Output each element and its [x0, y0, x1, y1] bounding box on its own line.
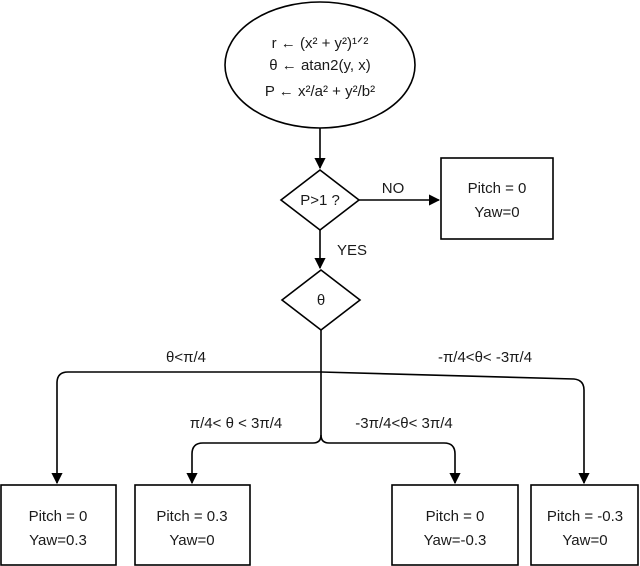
- edge-branch-3: [320, 434, 461, 485]
- yes-label: YES: [337, 242, 367, 259]
- result-box-1-pitch: Pitch = 0: [29, 508, 88, 525]
- edge-branch-4: [320, 371, 590, 485]
- result-box-1-rect: [0, 484, 117, 566]
- condition-branch-2: π/4< θ < 3π/4: [190, 415, 282, 432]
- condition-branch-1: θ<π/4: [166, 349, 206, 366]
- result-box-2: Pitch = 0.3 Yaw=0: [134, 484, 251, 566]
- result-box-3: Pitch = 0 Yaw=-0.3: [391, 484, 519, 566]
- result-no-pitch: Pitch = 0: [468, 180, 527, 197]
- result-no-box: Pitch = 0 Yaw=0: [440, 157, 554, 240]
- condition-branch-4: -π/4<θ< -3π/4: [438, 349, 532, 366]
- start-line-1: r ← (x² + y²)¹ᐟ²: [272, 35, 369, 52]
- result-box-2-yaw: Yaw=0: [169, 532, 214, 549]
- decision-p: P>1 ?: [279, 168, 361, 232]
- result-no-rect: [440, 157, 554, 240]
- decision-p-label: P>1 ?: [300, 192, 340, 209]
- result-box-2-pitch: Pitch = 0.3: [156, 508, 227, 525]
- start-node: r ← (x² + y²)¹ᐟ² θ ← atan2(y, x) P ← x²/…: [224, 1, 416, 129]
- result-box-1: Pitch = 0 Yaw=0.3: [0, 484, 117, 566]
- result-no-yaw: Yaw=0: [474, 204, 519, 221]
- edge-branch-1: [51, 371, 321, 485]
- result-box-4-pitch: Pitch = -0.3: [547, 508, 623, 525]
- no-label: NO: [382, 180, 405, 197]
- result-box-4-rect: [530, 484, 639, 566]
- edge-branch-2: [186, 372, 322, 485]
- result-box-4-yaw: Yaw=0: [562, 532, 607, 549]
- result-box-4: Pitch = -0.3 Yaw=0: [530, 484, 639, 566]
- decision-theta-label: θ: [317, 292, 325, 309]
- decision-theta: θ: [280, 268, 362, 332]
- result-box-2-rect: [134, 484, 251, 566]
- result-box-3-yaw: Yaw=-0.3: [424, 532, 487, 549]
- condition-branch-3: -3π/4<θ< 3π/4: [355, 415, 452, 432]
- start-line-3: P ← x²/a² + y²/b²: [265, 83, 375, 100]
- result-box-3-pitch: Pitch = 0: [426, 508, 485, 525]
- result-box-3-rect: [391, 484, 519, 566]
- result-box-1-yaw: Yaw=0.3: [29, 532, 87, 549]
- start-line-2: θ ← atan2(y, x): [269, 57, 370, 74]
